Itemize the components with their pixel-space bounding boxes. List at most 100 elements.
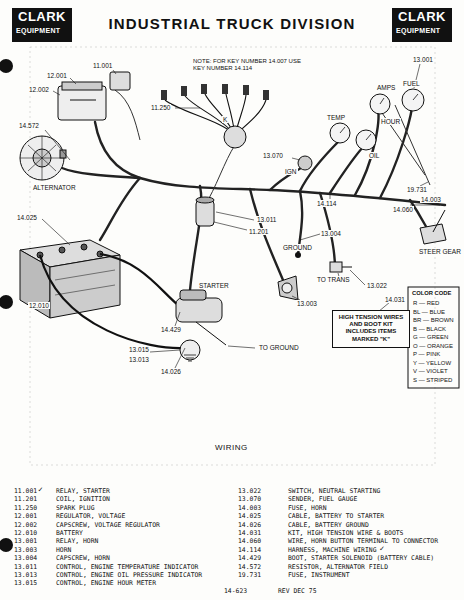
- callout-number: 11.201: [248, 228, 269, 235]
- key-number: 12.010: [14, 530, 37, 537]
- key-number: 14.114: [238, 547, 261, 554]
- logo-text: EQUIPMENT: [396, 27, 440, 35]
- callout-number: 12.010: [28, 302, 50, 309]
- key-number: 14.572: [238, 564, 261, 571]
- key-number: 19.731: [238, 572, 261, 579]
- diagram-caption: WIRING: [214, 444, 249, 453]
- part-name: HOUR: [380, 118, 401, 125]
- callout-number: 14.031: [384, 296, 406, 303]
- part-description: RESISTOR, ALTERNATOR FIELD: [288, 564, 388, 571]
- gauge-needles: [340, 94, 418, 140]
- part-description: COIL, IGNITION: [56, 496, 110, 503]
- part-description: FUSE, INSTRUMENT: [288, 572, 350, 579]
- part-description: CONTROL, ENGINE OIL PRESSURE INDICATOR: [56, 572, 202, 579]
- key-number: 11.250: [14, 505, 37, 512]
- ground-terminal: [295, 252, 301, 258]
- legend-entry: S — STRIPED: [412, 377, 453, 384]
- part-name: TO TRANS: [316, 276, 351, 283]
- regulator: [58, 72, 130, 120]
- part-name: TEMP: [326, 114, 346, 121]
- legend-entry: Y — YELLOW: [412, 360, 452, 367]
- leader-lines: [42, 64, 440, 368]
- key-number: 14.060: [238, 538, 261, 545]
- part-description: BOOT, STARTER SOLENOID (BATTERY CABLE): [288, 555, 434, 562]
- callout-number: 11.250: [150, 104, 171, 111]
- callout-number: 13.022: [366, 282, 388, 289]
- legend-entry: P — PINK: [412, 351, 441, 358]
- key-number: 13.022: [238, 488, 261, 495]
- legend-entry: R — RED: [412, 300, 440, 307]
- check-mark: ✓: [380, 545, 385, 554]
- legend-heading: COLOR CODE: [411, 290, 452, 296]
- part-description: CABLE, BATTERY GROUND: [288, 522, 369, 529]
- part-description: SPARK PLUG: [56, 505, 94, 512]
- key-number: 11.001: [14, 488, 37, 495]
- legend-entry: BL — BLUE: [412, 309, 446, 316]
- key-number: 13.070: [238, 496, 261, 503]
- legend-entry: B — BLACK: [412, 326, 447, 333]
- callout-number: 14.003: [420, 196, 442, 203]
- callout-number: 13.004: [320, 230, 342, 237]
- logos: [12, 8, 452, 42]
- key-number: 14.025: [238, 513, 261, 520]
- key-number: 13.011: [14, 564, 37, 571]
- key-number: 14.429: [238, 555, 261, 562]
- callout-number: 14.025: [16, 214, 38, 221]
- callout-number: 13.003: [296, 300, 318, 307]
- note-text: HIGH TENSION WIRES AND BOOT KIT INCLUDES…: [337, 314, 405, 343]
- distributor-cap: [224, 126, 246, 148]
- gauges: [298, 89, 424, 170]
- logo-text: EQUIPMENT: [16, 27, 60, 35]
- key-number: 13.003: [14, 547, 37, 554]
- binder-holes: [0, 59, 13, 552]
- callout-number: 12.001: [46, 72, 68, 79]
- spark-plugs: [161, 84, 269, 100]
- part-description: REGULATOR, VOLTAGE: [56, 513, 125, 520]
- part-description: CABLE, BATTERY TO STARTER: [288, 513, 384, 520]
- part-description: CAPSCREW, VOLTAGE REGULATOR: [56, 522, 160, 529]
- color-code-box: [408, 287, 459, 388]
- part-description: SENDER, FUEL GAUGE: [288, 496, 357, 503]
- legend-entry: V — VIOLET: [412, 368, 449, 375]
- note: NOTE: FOR KEY NUMBER 14.007 USE KEY NUMB…: [192, 58, 304, 71]
- callout-number: 14.429: [160, 326, 182, 333]
- part-description: HARNESS, MACHINE WIRING: [288, 547, 377, 554]
- key-number: 14.003: [238, 505, 261, 512]
- part-description: CONTROL, ENGINE TEMPERATURE INDICATOR: [56, 564, 198, 571]
- part-description: CONTROL, ENGINE HOUR METER: [56, 580, 156, 587]
- horn: [278, 276, 298, 300]
- callout-number: 13.070: [262, 152, 284, 159]
- key-number: 12.001: [14, 513, 37, 520]
- alternator: [20, 136, 66, 180]
- key-number: 11.201: [14, 496, 37, 503]
- key-number: 13.015: [14, 580, 37, 587]
- callout-number: 13.015: [128, 346, 150, 353]
- ignition-coil: [196, 197, 214, 226]
- key-number: 12.002: [14, 522, 37, 529]
- key-number: 13.013: [14, 572, 37, 579]
- legend-entry: BR — BROWN: [412, 317, 455, 324]
- spark-plug-wires: [165, 94, 266, 135]
- page-title: INDUSTRIAL TRUCK DIVISION: [108, 16, 355, 33]
- key-number: 14.031: [238, 530, 261, 537]
- key-number: 13.001: [14, 538, 37, 545]
- part-description: BATTERY: [56, 530, 83, 537]
- part-name: IGN: [284, 168, 298, 175]
- revision-date: REV DEC 75: [278, 588, 316, 595]
- part-name: OIL: [368, 152, 380, 159]
- callout-number: 14.572: [18, 122, 40, 129]
- neutral-switch: [330, 262, 352, 272]
- callout-number: 12.002: [28, 86, 50, 93]
- callout-number: 19.731: [406, 186, 428, 193]
- part-description: KIT, HIGH TENSION WIRE & BOOTS: [288, 530, 403, 537]
- logo-text: CLARK: [398, 10, 446, 24]
- callout-number: 14.114: [316, 200, 337, 207]
- callout-number: 13.011: [256, 216, 277, 223]
- part-name: STARTER: [198, 282, 230, 289]
- kit-note-box: HIGH TENSION WIRES AND BOOT KIT INCLUDES…: [332, 310, 410, 348]
- check-mark: ✓: [38, 486, 43, 495]
- legend-entry: G — GREEN: [412, 334, 449, 341]
- legend-entry: O — ORANGE: [412, 343, 454, 350]
- part-name: TO GROUND: [258, 344, 300, 351]
- callout-number: 11.001: [92, 62, 113, 69]
